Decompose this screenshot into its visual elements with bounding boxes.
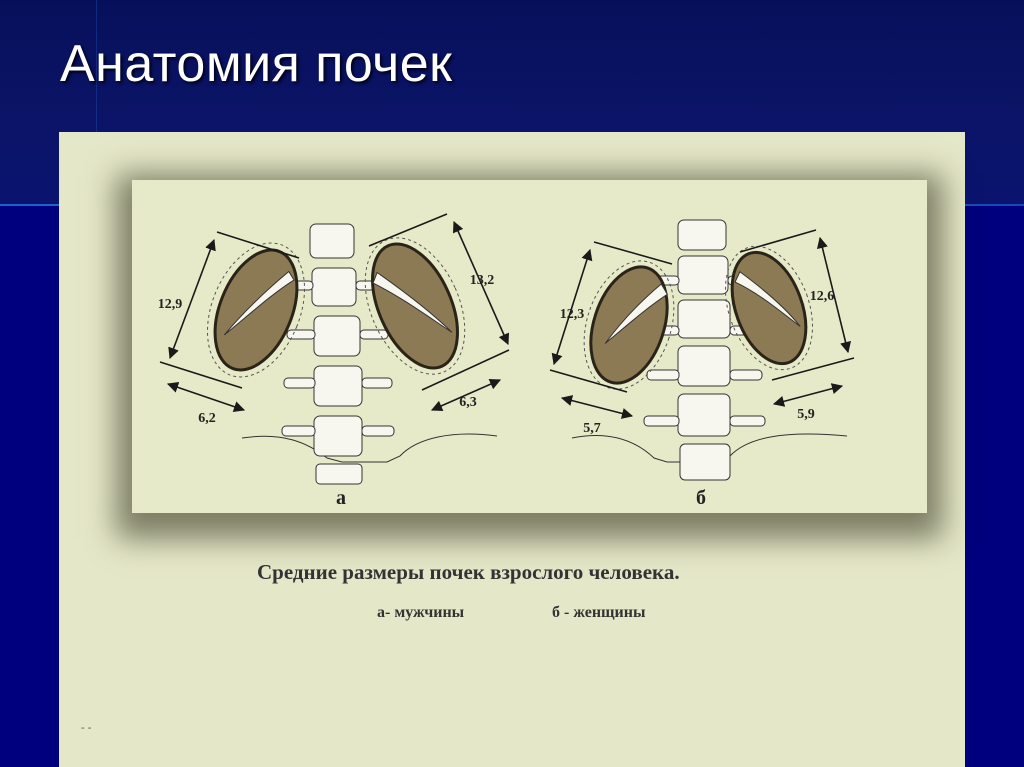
right-kidney [364,237,466,375]
diagram-label-b: б [696,487,706,509]
footer-mark: - - [81,722,92,734]
measure-right-length: 13,2 [470,273,495,288]
pelvis-outline [241,433,498,463]
diagram-men: 12,9 13,2 6,2 6,3 а [158,213,510,509]
measure-left-length: 12,9 [158,297,183,312]
legend-women: б - женщины [552,604,646,621]
measure-left-width: 5,7 [583,421,601,436]
slide-title: Анатомия почек [60,35,453,93]
kidney-size-figure: 12,9 13,2 6,2 6,3 а [132,180,927,513]
diagram-label-a: а [336,487,346,509]
content-panel: 12,9 13,2 6,2 6,3 а [59,132,965,767]
measure-right-width: 6,3 [459,395,477,410]
decorative-vertical-line [96,0,97,205]
right-kidney [725,245,813,371]
left-kidney [583,260,675,390]
figure-caption: Средние размеры почек взрослого человека… [257,560,680,584]
diagram-women: 12,3 12,6 5,7 5,9 б [549,219,855,509]
measure-left-width: 6,2 [198,411,216,426]
measure-left-length: 12,3 [560,307,585,322]
measure-right-length: 12,6 [810,289,835,304]
measure-right-width: 5,9 [797,407,815,422]
legend-men: а- мужчины [377,604,465,621]
